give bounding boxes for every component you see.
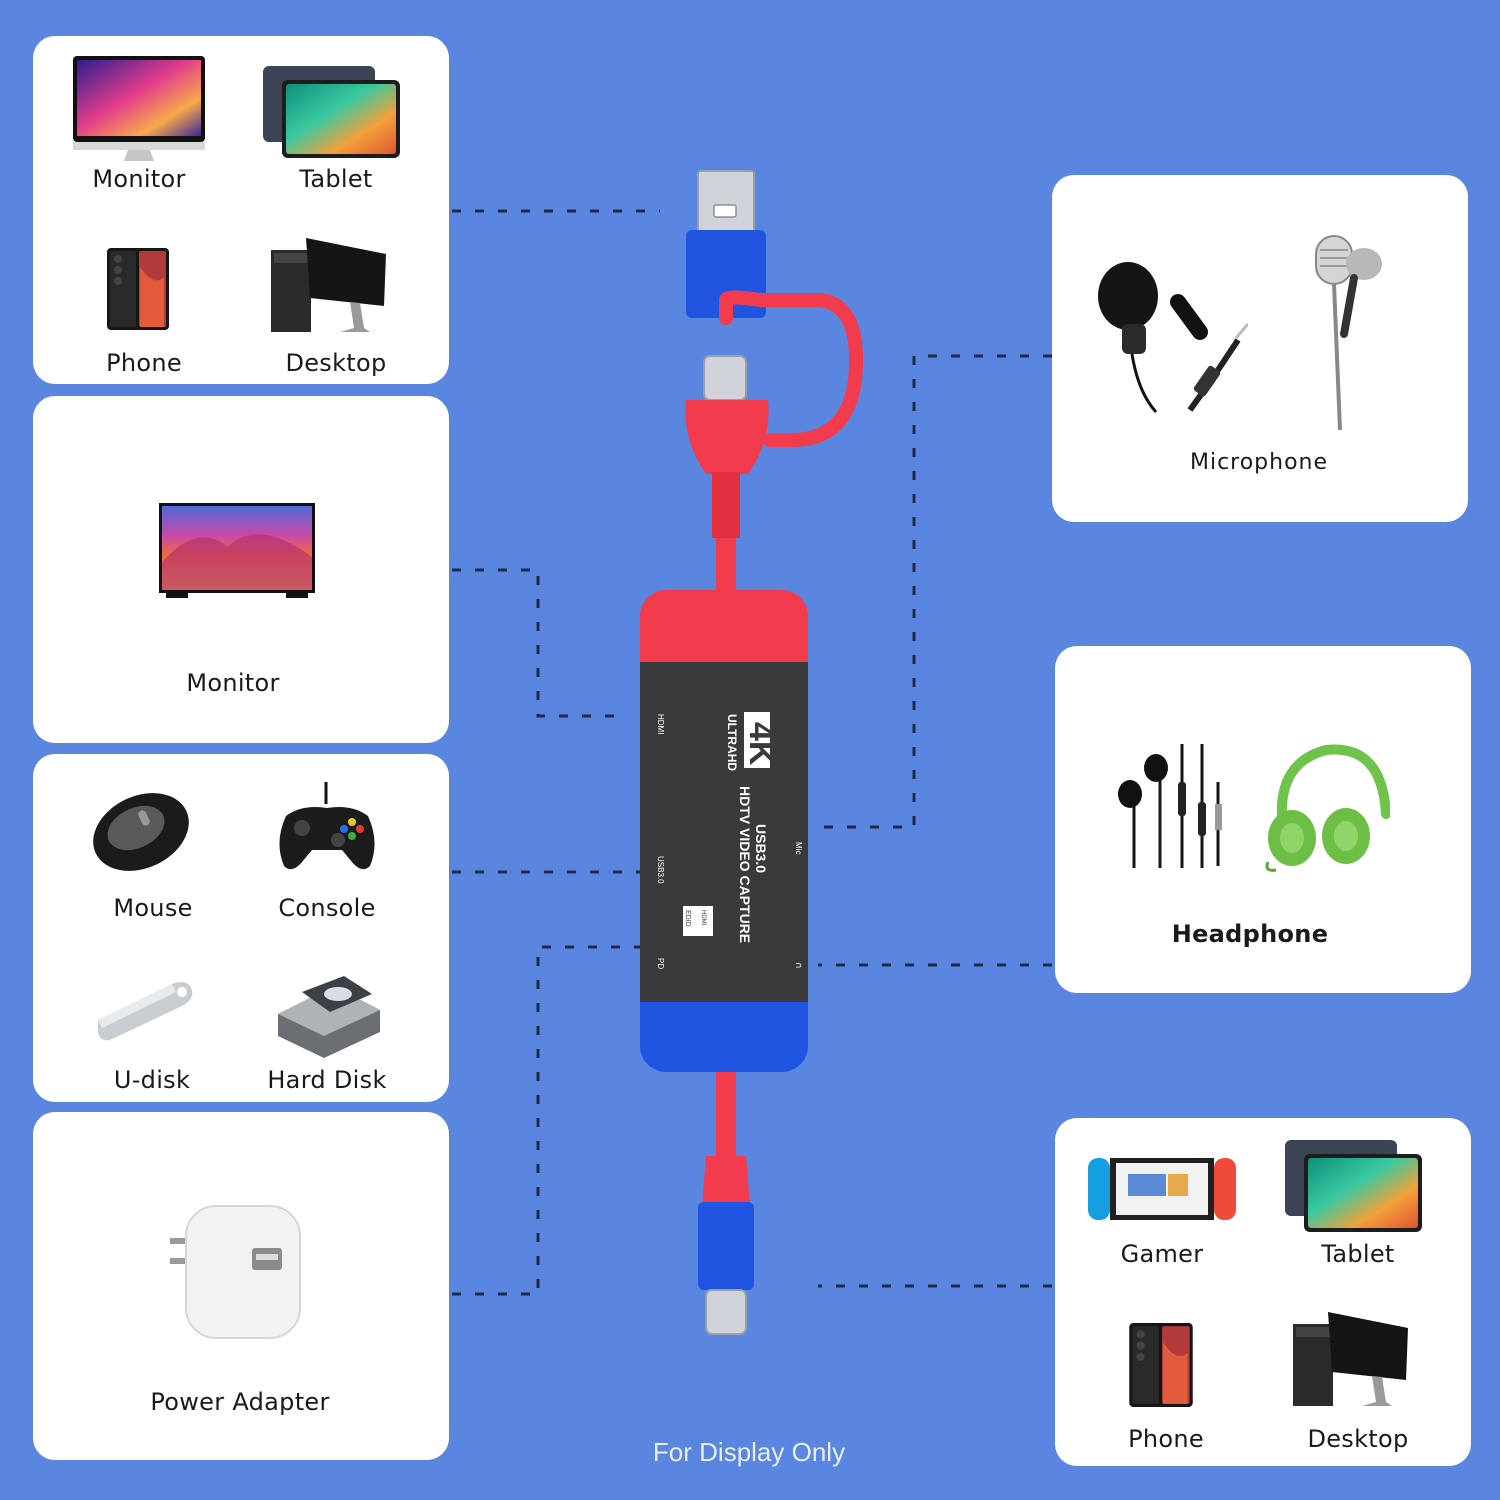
device-port-pd: PD — [656, 958, 665, 969]
earphones-icon — [1118, 744, 1222, 868]
hard-disk-icon — [278, 976, 380, 1058]
phone-icon — [107, 248, 169, 330]
target-desktop-icon — [1293, 1312, 1408, 1406]
device-port-usb: USB3.0 — [656, 856, 665, 884]
target-gamer-label: Gamer — [1120, 1240, 1204, 1268]
peripheral-hard-disk-label: Hard Disk — [267, 1066, 387, 1094]
device-line1: ULTRAHD — [725, 714, 739, 771]
lavalier-microphone-icon — [1098, 262, 1248, 414]
device-port-audio: ∩ — [793, 962, 803, 969]
usb-c-plug-top — [703, 355, 747, 401]
monitor-icon — [73, 56, 205, 161]
capture-device: 4K ULTRAHD HDTV VIDEO CAPTURE USB3.0 HDM… — [640, 170, 864, 1335]
device-line3: USB3.0 — [753, 824, 769, 873]
peripheral-udisk-label: U-disk — [113, 1066, 191, 1094]
console-controller-icon — [279, 782, 375, 870]
target-tablet-label: Tablet — [1321, 1240, 1395, 1268]
device-badge-edid: EDID — [684, 910, 691, 927]
target-phone-icon — [1129, 1323, 1193, 1407]
source-tablet-label: Tablet — [299, 165, 373, 193]
device-body-center — [640, 662, 808, 1002]
panel-peripherals — [33, 754, 449, 1102]
source-desktop-label: Desktop — [285, 349, 387, 377]
stage-microphone-icon — [1315, 235, 1382, 431]
device-port-hdmi: HDMI — [656, 714, 665, 734]
peripheral-console-label: Console — [278, 894, 376, 922]
footer-note: For Display Only — [652, 1437, 846, 1467]
panel-audio-in — [1052, 175, 1468, 522]
tv-monitor-icon — [159, 503, 315, 598]
microphone-label: Microphone — [1189, 450, 1329, 475]
udisk-icon — [98, 982, 193, 1041]
mouse-icon — [93, 793, 189, 871]
power-adapter-label: Power Adapter — [150, 1388, 330, 1416]
source-monitor-label: Monitor — [92, 165, 186, 193]
device-line2: HDTV VIDEO CAPTURE — [737, 786, 753, 943]
source-phone-label: Phone — [106, 349, 182, 377]
tablet-icon — [263, 66, 400, 158]
device-brand-mark: 4K — [742, 722, 780, 766]
connector-power — [452, 945, 640, 1296]
headphone-label: Headphone — [1171, 920, 1329, 948]
connector-display — [452, 568, 625, 718]
usb-c-plug-bottom-housing — [698, 1202, 754, 1290]
connector-audio-in — [818, 354, 1052, 829]
device-port-mic: Mic — [794, 842, 803, 854]
peripheral-mouse-label: Mouse — [113, 894, 193, 922]
target-tablet-icon — [1285, 1140, 1422, 1232]
target-phone-label: Phone — [1128, 1425, 1204, 1453]
usb-a-plug-metal — [697, 170, 755, 234]
panel-audio-out — [1055, 646, 1471, 993]
target-desktop-label: Desktop — [1307, 1425, 1409, 1453]
power-adapter-icon — [170, 1205, 301, 1339]
desktop-icon — [271, 238, 386, 332]
device-badge-hdmi: HDMI — [700, 910, 706, 926]
display-monitor-label: Monitor — [186, 669, 280, 697]
usb-c-plug-bottom — [705, 1289, 747, 1335]
headphone-icon — [1265, 744, 1390, 872]
game-console-handheld-icon — [1088, 1158, 1236, 1220]
